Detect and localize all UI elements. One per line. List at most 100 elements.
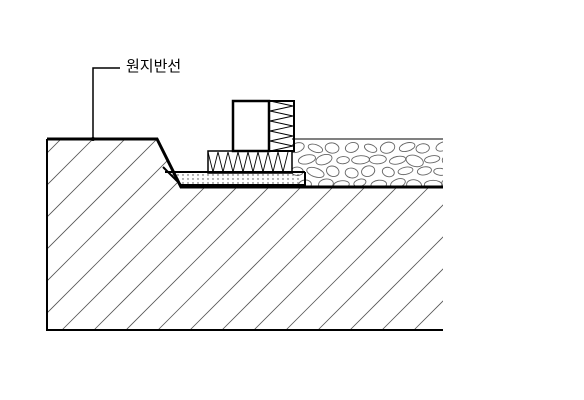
leveling-dot (282, 174, 284, 176)
leveling-dot (297, 178, 299, 180)
leveling-dot (287, 182, 289, 184)
leveling-dot (292, 178, 294, 180)
excavation-line (162, 166, 306, 186)
gravel-stone (344, 167, 359, 179)
leveling-dot (202, 182, 204, 184)
leveling-dots (167, 174, 299, 184)
leveling-dot (267, 178, 269, 180)
leveling-dot (222, 174, 224, 176)
leveling-dot (192, 178, 194, 180)
hatch-line (339, 139, 443, 330)
leveling-dot (172, 182, 174, 184)
leveling-dot (197, 182, 199, 184)
leveling-dot (257, 182, 259, 184)
leveling-dot (167, 178, 169, 180)
gravel-stone (368, 154, 387, 165)
leveling-dot (197, 174, 199, 176)
leveling-dot (247, 174, 249, 176)
insulation-right-outline (268, 100, 295, 152)
leveling-dot (237, 182, 239, 184)
hatch-line (47, 139, 329, 330)
leveling-dot (232, 174, 234, 176)
leveling-dot (257, 178, 259, 180)
gravel-stone (379, 141, 396, 154)
hatch-line (47, 139, 137, 330)
leveling-dot (217, 182, 219, 184)
leveling-dot (192, 174, 194, 176)
gravel-stone (389, 155, 407, 165)
insulation-zigzag-bottom (208, 152, 289, 172)
leveling-dot (287, 174, 289, 176)
gravel-stone (381, 166, 395, 178)
leveling-dot (292, 182, 294, 184)
leveling-dot (242, 182, 244, 184)
leveling-dot (187, 178, 189, 180)
leader-dot (91, 137, 95, 141)
gravel-stone (318, 178, 334, 187)
leveling-dot (217, 178, 219, 180)
leveling-dot (187, 182, 189, 184)
leveling-dot (182, 174, 184, 176)
leveling-dot (227, 174, 229, 176)
leveling-dot (277, 182, 279, 184)
insulation-right (268, 100, 295, 152)
leveling-dot (237, 174, 239, 176)
leveling-dot (197, 178, 199, 180)
leveling-dot (217, 174, 219, 176)
hatch-line (371, 139, 443, 330)
leader-line (92, 67, 120, 139)
hatch-line (83, 139, 425, 330)
hatch-line (47, 139, 73, 330)
insulation-bottom (207, 150, 293, 174)
insulation-zigzag (269, 100, 294, 152)
leveling-dot (272, 182, 274, 184)
gravel-stone (397, 166, 414, 176)
insulation-zigzag (208, 152, 289, 172)
leveling-dot (182, 178, 184, 180)
hatch-line (179, 139, 443, 330)
gravel-stones (292, 141, 443, 187)
leveling-dot (252, 182, 254, 184)
gravel-stone (297, 154, 316, 165)
gravel-stone (361, 165, 376, 177)
hatch-line (47, 139, 169, 330)
leveling-dot (282, 182, 284, 184)
gravel-stone (351, 155, 370, 165)
hatch-line (468, 0, 584, 340)
leveling-dot (182, 182, 184, 184)
gravel-stone (344, 142, 359, 153)
gravel-stone (398, 142, 416, 153)
leveling-dot (212, 178, 214, 180)
gravel-stone (441, 179, 443, 187)
hatch-line (47, 139, 233, 330)
leveling-dot (237, 178, 239, 180)
hatch-line (275, 139, 443, 330)
gravel-stone (307, 143, 324, 154)
gravel-stone (315, 153, 333, 166)
leveling-dot (277, 174, 279, 176)
hatch-line (47, 139, 361, 330)
gravel-stone (405, 154, 424, 168)
leveling-dot (167, 174, 169, 176)
leveling-dot (292, 174, 294, 176)
annotation: 원지반선 (91, 57, 181, 141)
leveling-dot (252, 174, 254, 176)
leveling-dot (227, 178, 229, 180)
hatch-line (47, 139, 105, 330)
foundation-outline (231, 99, 271, 153)
leveling-dot (282, 178, 284, 180)
leveling-dot (267, 174, 269, 176)
leveling-dot (267, 182, 269, 184)
gravel-stone (336, 156, 350, 165)
gravel-stone (370, 179, 388, 187)
leveling-dot (262, 178, 264, 180)
gravel-stone (406, 179, 422, 187)
gravel-stone (416, 166, 432, 176)
leveling-dot (212, 182, 214, 184)
leveling-dot (192, 182, 194, 184)
leveling-dot (297, 174, 299, 176)
leveling-dot (262, 174, 264, 176)
leveling-dot (287, 178, 289, 180)
hatch-line (435, 139, 443, 330)
